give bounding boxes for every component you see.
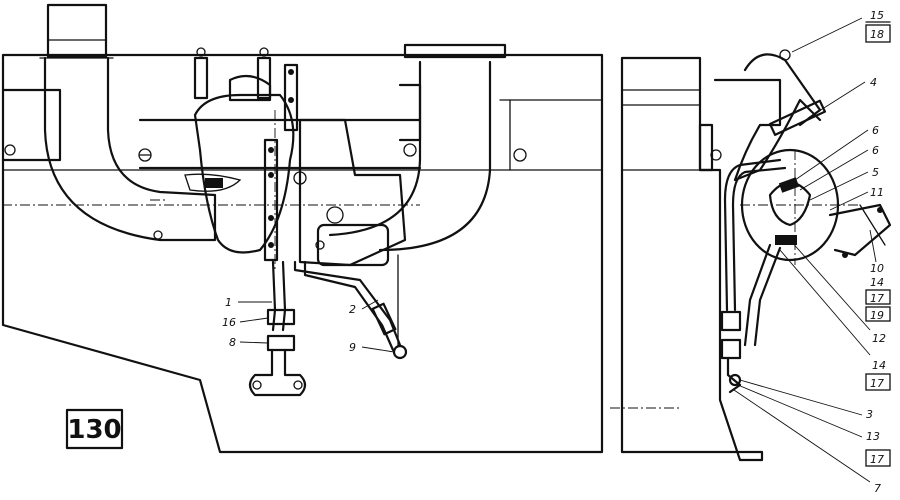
figure-number: 130 [67,415,121,445]
callout-12: 12 [872,332,886,345]
side-mount-bolt [710,149,722,161]
side-pipe-cap [743,53,822,127]
side-elbow-fitting-7 [726,356,742,394]
block-bolt-right [513,148,527,162]
left-bracket-bolt [4,144,16,156]
callout-11: 11 [870,186,884,199]
side-top-nut-15 [779,49,791,61]
callout-2: 2 [349,303,356,316]
callout-14-lower: 14 [872,359,886,372]
callout-17c-box [865,449,891,467]
turbo-compressor-housing [193,93,295,254]
turbine-bolt-2 [326,206,344,224]
engine-block-outline [1,53,604,454]
callout-18-box [865,24,891,43]
callout-9: 9 [349,341,356,354]
callout-16: 16 [222,316,236,329]
drain-tube-union [371,302,397,336]
side-exhaust-elbow [713,78,822,182]
callout-6-upper: 6 [872,124,879,137]
left-flange-bracket [1,88,62,162]
oil-feed-tube [271,260,287,332]
callout-7: 7 [874,482,881,495]
callout-5: 5 [872,166,879,179]
right-exhaust-elbow [328,60,492,252]
front-view: 130 1 16 8 2 9 [1,3,604,454]
right-exhaust-bracket [398,83,422,142]
tube-union-8 [266,334,296,352]
side-outlet-pipe-10 [828,203,892,257]
side-hub-base [775,235,797,245]
right-manifold-bolt [403,143,417,157]
side-hub-clamp [778,177,800,193]
intake-pipe [316,223,390,267]
callout-17-upper: 17 [870,292,884,305]
side-view: 15 18 4 6 6 5 11 10 14 17 19 12 14 17 3 … [610,9,892,495]
oil-drain-cap [184,173,242,192]
left-exhaust-stack [46,3,108,59]
left-manifold-bolt [138,148,152,162]
callout-18: 18 [870,28,884,41]
stud-right [256,56,272,100]
callout-8: 8 [229,336,236,349]
side-union-lower [720,338,742,360]
stud-left [193,56,209,100]
callout-15: 15 [870,9,884,22]
callout-1: 1 [225,296,232,309]
callout-14-upper: 14 [870,276,884,289]
side-clamp-4 [768,99,827,136]
turbo-center-flange [263,138,279,262]
callout-17-middle: 17 [870,377,884,390]
banjo-fitting-9 [392,344,408,360]
callout-6-lower: 6 [872,144,879,157]
callout-3: 3 [866,408,873,421]
figure-number-box [65,408,124,450]
side-mount-plate [698,123,714,172]
turbine-bolt-1 [293,171,307,185]
callout-13: 13 [866,430,880,443]
callout-19-box [865,306,891,322]
side-drain-tube [743,243,782,347]
turbo-upper-clamp [283,63,299,132]
side-union-upper [720,310,742,332]
left-exhaust-elbow [43,56,217,242]
tube-union-16 [266,308,296,326]
oil-flange-fitting [248,348,307,397]
callout-17-lower: 17 [870,453,884,466]
left-manifold-nut [153,230,163,240]
callout-10: 10 [870,262,884,275]
callout-17a-box [865,289,891,305]
callout-19: 19 [870,309,884,322]
callout-4: 4 [870,76,877,89]
callout-17b-box [865,373,891,391]
turbo-volute [228,74,272,102]
drain-cap-dark [205,178,223,188]
side-oil-tube [723,158,787,312]
center-manifold-tube [138,118,422,170]
side-block-outline [620,56,764,462]
